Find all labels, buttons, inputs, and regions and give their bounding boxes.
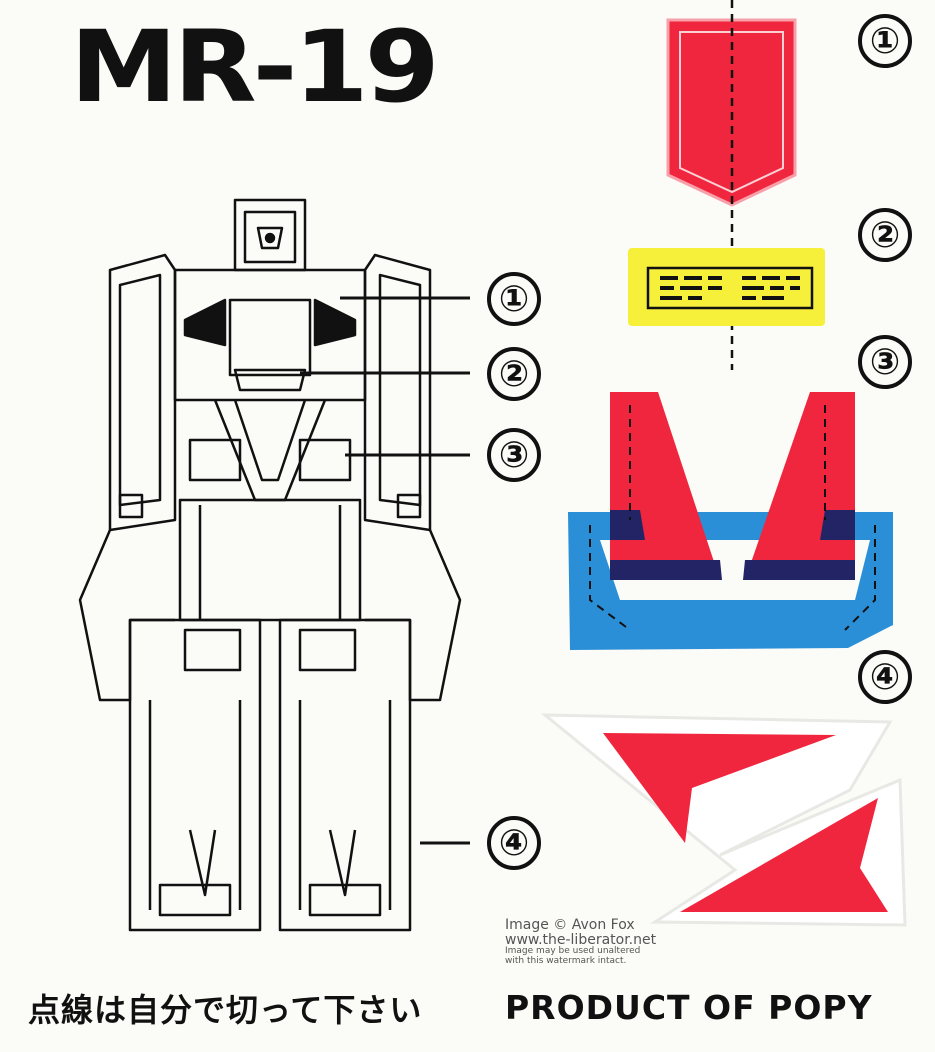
watermark-credit: Image © Avon Fox: [505, 917, 635, 933]
watermark-note-1: Image may be used unaltered: [505, 946, 641, 957]
sticker-number-2: ②: [858, 208, 912, 262]
sticker-number-3: ③: [858, 335, 912, 389]
footer-instruction-jp: 点線は自分で切って下さい: [28, 991, 423, 1029]
watermark-url: www.the-liberator.net: [505, 931, 657, 948]
sticker-3-blue-red: [568, 392, 893, 650]
callout-number-1: ①: [487, 272, 541, 326]
sticker-number-1: ①: [858, 14, 912, 68]
callout-number-4: ④: [487, 816, 541, 870]
footer-maker: PRODUCT OF POPY: [505, 988, 873, 1027]
sticker-2-yellow-plate: [628, 248, 825, 326]
sticker-number-4: ④: [858, 650, 912, 704]
callout-number-3: ③: [487, 428, 541, 482]
model-title: MR-19: [70, 9, 440, 125]
sticker-4-chevrons: [540, 713, 907, 927]
robot-line-drawing: [78, 198, 470, 932]
watermark: Image © Avon Fox www.the-liberator.net I…: [505, 918, 656, 966]
callout-number-2: ②: [487, 347, 541, 401]
watermark-note-2: with this watermark intact.: [505, 955, 627, 966]
